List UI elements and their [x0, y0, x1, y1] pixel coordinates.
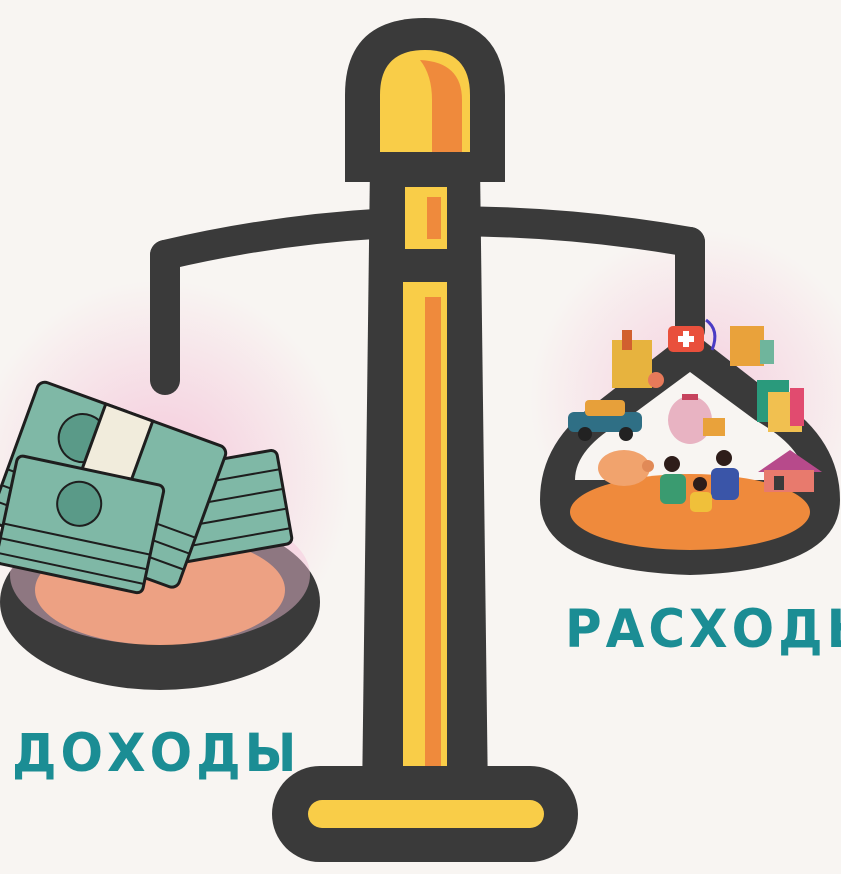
- column-orange-long: [425, 297, 441, 767]
- income-label: ДОХОДЫ: [12, 727, 300, 780]
- column-orange-small: [427, 197, 441, 239]
- scale-base-gold: [308, 800, 544, 828]
- expense-label: РАСХОДЫ: [565, 603, 841, 656]
